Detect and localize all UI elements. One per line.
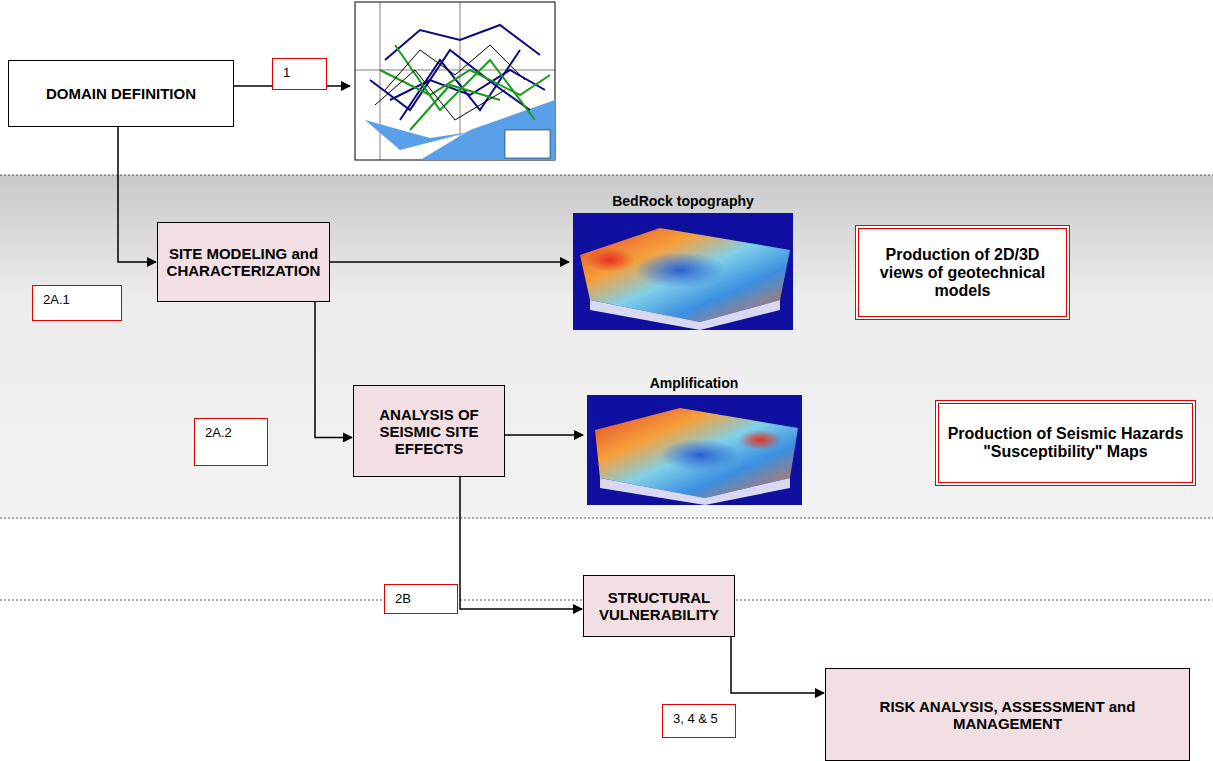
flow-arrow [118, 127, 156, 262]
flow-arrow [460, 477, 582, 609]
flow-arrow [315, 302, 352, 437]
box-text: Production of Seismic Hazards "Susceptib… [947, 425, 1184, 461]
start-box: DOMAIN DEFINITION [8, 60, 234, 127]
image-caption: BedRock topography [612, 193, 754, 209]
flow-arrow [731, 637, 824, 693]
process-box: ANALYSIS OF SEISMIC SITE EFFECTS [353, 385, 505, 477]
box-text: RISK ANALYSIS, ASSESSMENT and MANAGEMENT [834, 698, 1181, 732]
callout-number: 3, 4 & 5 [662, 704, 736, 738]
output-box: Production of 2D/3D views of geotechnica… [855, 225, 1070, 320]
box-text: SITE MODELING and CHARACTERIZATION [166, 245, 321, 279]
callout-number: 2A.1 [32, 285, 122, 321]
box-text: DOMAIN DEFINITION [46, 85, 196, 102]
callout-number: 2A.2 [194, 418, 268, 466]
output-box: Production of Seismic Hazards "Susceptib… [935, 400, 1196, 486]
process-box: RISK ANALYSIS, ASSESSMENT and MANAGEMENT [825, 668, 1190, 761]
callout-number: 1 [272, 58, 327, 90]
box-text: STRUCTURAL VULNERABILITY [592, 589, 726, 623]
process-box: SITE MODELING and CHARACTERIZATION [157, 222, 330, 302]
box-text: ANALYSIS OF SEISMIC SITE EFFECTS [362, 406, 496, 457]
image-caption: Amplification [650, 375, 739, 391]
process-box: STRUCTURAL VULNERABILITY [583, 575, 735, 637]
box-text: Production of 2D/3D views of geotechnica… [867, 246, 1058, 300]
callout-number: 2B [384, 584, 458, 614]
